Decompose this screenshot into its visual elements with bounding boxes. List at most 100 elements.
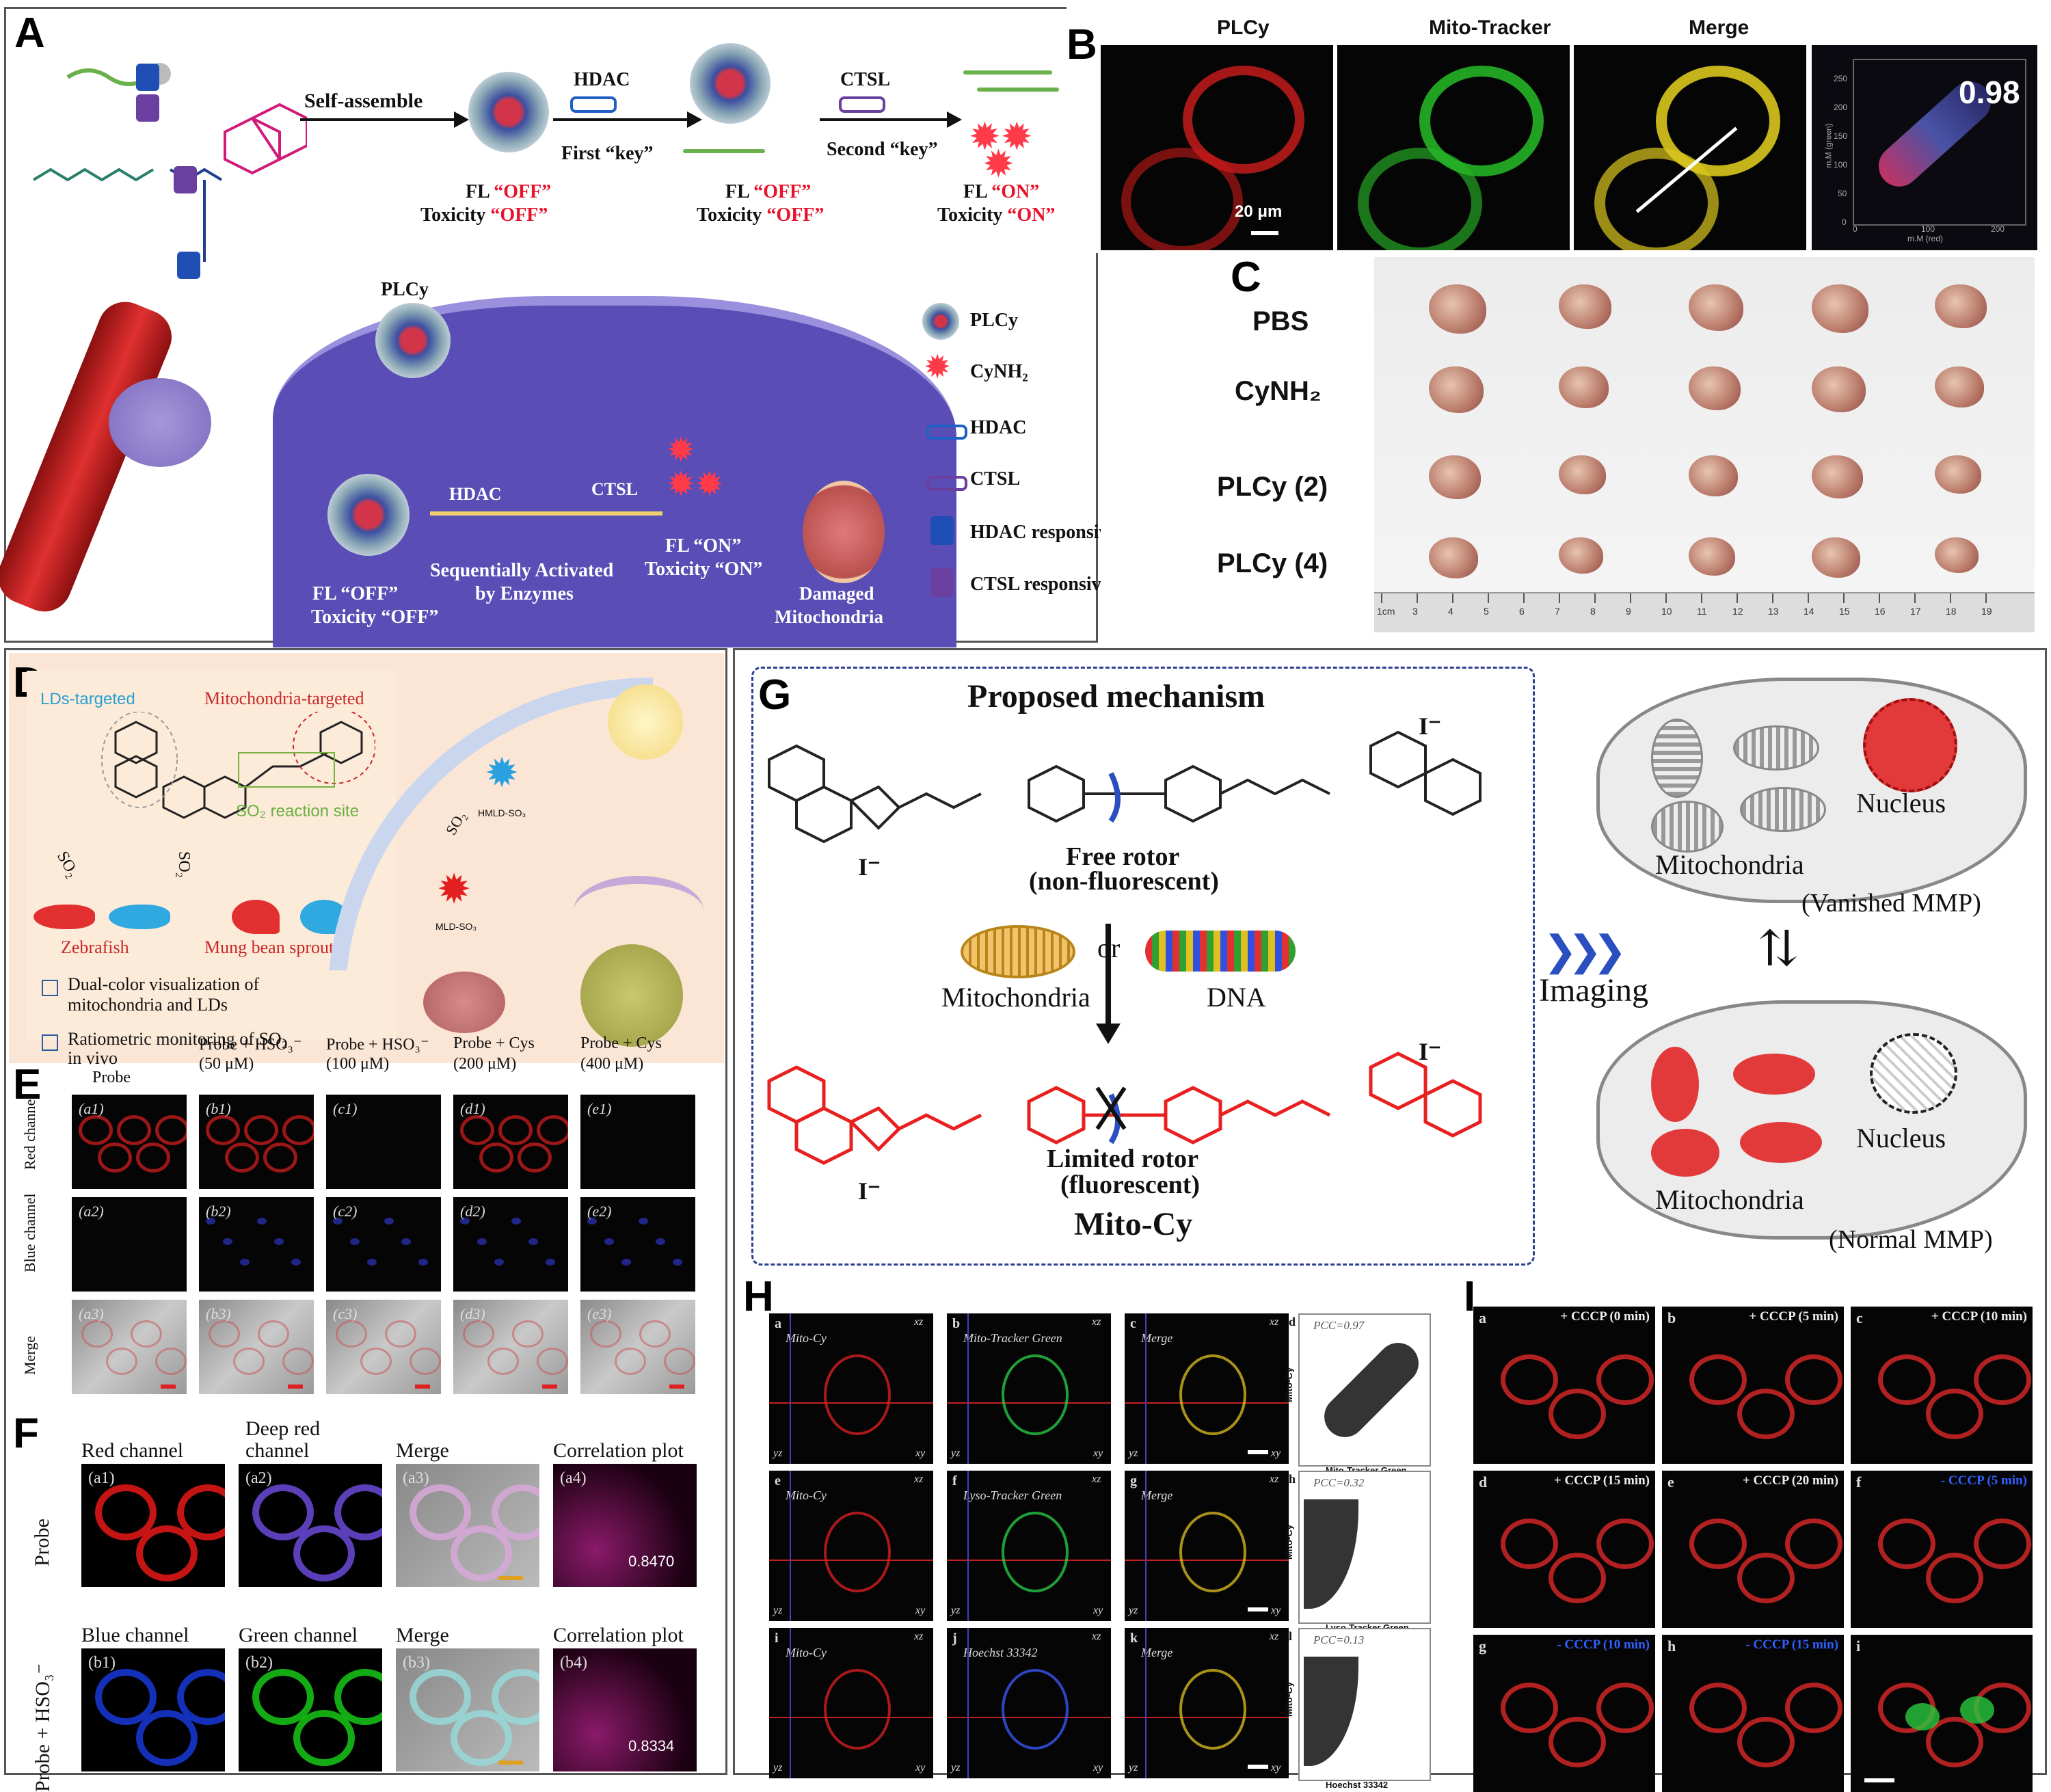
cell-outline — [537, 1115, 568, 1145]
h-xz-label: xz — [1270, 1631, 1279, 1642]
nucleus-dot — [477, 1238, 487, 1245]
scale-bar — [1251, 231, 1278, 235]
green-nucleus — [1905, 1703, 1940, 1730]
h-xy-label: xy — [1093, 1762, 1103, 1774]
f-top-header: channel — [245, 1439, 310, 1462]
tumor-sample — [1689, 537, 1735, 576]
cell-outline — [209, 1320, 240, 1348]
cell-outline — [639, 1320, 671, 1348]
d-bullet2-l2: in vivo — [68, 1048, 118, 1068]
ruler-label: 11 — [1697, 606, 1707, 617]
i-tile-tag: b — [1667, 1309, 1676, 1326]
legend-hdac-key-icon — [926, 425, 967, 440]
f-top-tile-tag: (a3) — [403, 1469, 429, 1487]
mungbean-red-icon — [232, 900, 280, 934]
plcy-nanoparticle-icon — [468, 72, 549, 152]
cell-outline — [479, 1142, 513, 1173]
ruler-tick — [1594, 593, 1596, 603]
nucleus-dot — [367, 1259, 377, 1266]
seq-line2: by Enzymes — [475, 583, 574, 604]
tumor-sample — [1935, 284, 1987, 328]
h-xz-label: xz — [914, 1316, 924, 1328]
legend-ctsl-responsive-label: CTSL responsive — [970, 574, 1110, 595]
tumor-sample — [1935, 455, 1981, 494]
b-plcy-image: 20 μm — [1101, 45, 1333, 250]
g-nucleus-bottom: Nucleus — [1856, 1123, 1946, 1153]
h-tile-label: Merge — [1141, 1488, 1173, 1502]
state3-fl: FL “ON” — [963, 181, 1039, 203]
d-zebrafish: Zebrafish — [61, 937, 129, 957]
h-tile-label: Merge — [1141, 1331, 1173, 1345]
tumor-sample — [1559, 455, 1606, 494]
h-xy-label: xy — [1093, 1605, 1103, 1616]
cell-outline — [360, 1348, 392, 1375]
h-tile-tag: f — [952, 1473, 957, 1488]
ruler-tick — [1950, 593, 1951, 603]
legend-cynh2-icon: ✹ — [924, 348, 952, 386]
h-crosshair — [790, 1628, 791, 1778]
h-pcc: PCC=0.13 — [1313, 1633, 1365, 1646]
h-yz-label: yz — [951, 1762, 961, 1774]
tumor-sample — [1689, 366, 1741, 410]
cell-outline — [334, 1669, 382, 1725]
cell-hdac-label: HDAC — [449, 484, 502, 504]
g-mito-red-2 — [1733, 1054, 1815, 1095]
cell-outline — [492, 1484, 539, 1540]
cell-outline — [1926, 1553, 1983, 1603]
b-merge-image — [1574, 45, 1806, 250]
e-micrograph: (d3) — [453, 1300, 568, 1394]
green-nucleus — [1960, 1696, 1994, 1724]
panel-label-g: G — [758, 671, 792, 719]
plcy-molecule-structure — [32, 63, 307, 262]
e-tile-tag: (b2) — [206, 1203, 231, 1220]
g-mito-gray-3 — [1651, 801, 1724, 853]
i-tile-condition: - CCCP (10 min) — [1557, 1637, 1650, 1652]
f-top-tile-tag: (a1) — [88, 1469, 115, 1487]
i-micrograph: h- CCCP (15 min) — [1662, 1635, 1844, 1792]
e-micrograph: (a3) — [72, 1300, 187, 1394]
g-free-rotor-2: (non-fluorescent) — [1029, 867, 1219, 896]
g-mito-red-3 — [1651, 1129, 1719, 1177]
d-info-box — [27, 671, 396, 1040]
e-micrograph: (d1) — [453, 1095, 568, 1189]
e-column-header: (100 μM) — [326, 1055, 390, 1073]
i-tile-condition: + CCCP (10 min) — [1931, 1309, 2027, 1324]
cell-outline — [1689, 1519, 1747, 1569]
g-nucleus-top: Nucleus — [1856, 788, 1946, 818]
first-key-label: First “key” — [561, 143, 654, 164]
i-micrograph: e+ CCCP (20 min) — [1662, 1471, 1844, 1628]
ruler-tick — [1843, 593, 1845, 603]
arrow-right-icon-3 — [820, 118, 950, 121]
ctsl-lock-icon — [136, 94, 159, 122]
f-row-probe: Probe — [31, 1519, 53, 1566]
g-mito-gray-4 — [1740, 787, 1826, 832]
cell-on-tox: Toxicity “ON” — [645, 559, 763, 580]
cell-outline — [460, 1115, 494, 1145]
f-top-header: Deep red — [245, 1417, 321, 1440]
tumor-sample — [1429, 537, 1478, 578]
e-tile-tag: (c2) — [333, 1203, 358, 1220]
released-chain-icon — [683, 149, 765, 153]
cell-outline — [1785, 1354, 1842, 1405]
cell-outline — [336, 1320, 367, 1348]
cell-outline — [136, 1142, 170, 1173]
cell-outline — [1549, 1389, 1606, 1439]
f-bottom-tile-tag: (b4) — [560, 1654, 587, 1672]
h-xy-label: xy — [915, 1762, 926, 1774]
scale-bar — [498, 1761, 523, 1765]
h-yz-label: yz — [773, 1605, 783, 1616]
legend-ctsl-lock-icon — [930, 568, 954, 597]
state2-tox-text: Toxicity — [697, 204, 767, 226]
cell-outline — [410, 1484, 471, 1540]
scale-bar — [498, 1576, 523, 1580]
e-row-label: Blue channel — [21, 1193, 38, 1272]
state2-fl-value: “OFF” — [753, 181, 812, 202]
state1-fl-text: FL — [466, 181, 494, 202]
f-bottom-micrograph: (b1) — [81, 1648, 225, 1771]
cell-outline — [512, 1320, 544, 1348]
i-tile-tag: d — [1479, 1473, 1488, 1490]
e-column-header: Probe + HSO₃⁻ — [326, 1036, 429, 1054]
cell-outline — [334, 1484, 382, 1540]
